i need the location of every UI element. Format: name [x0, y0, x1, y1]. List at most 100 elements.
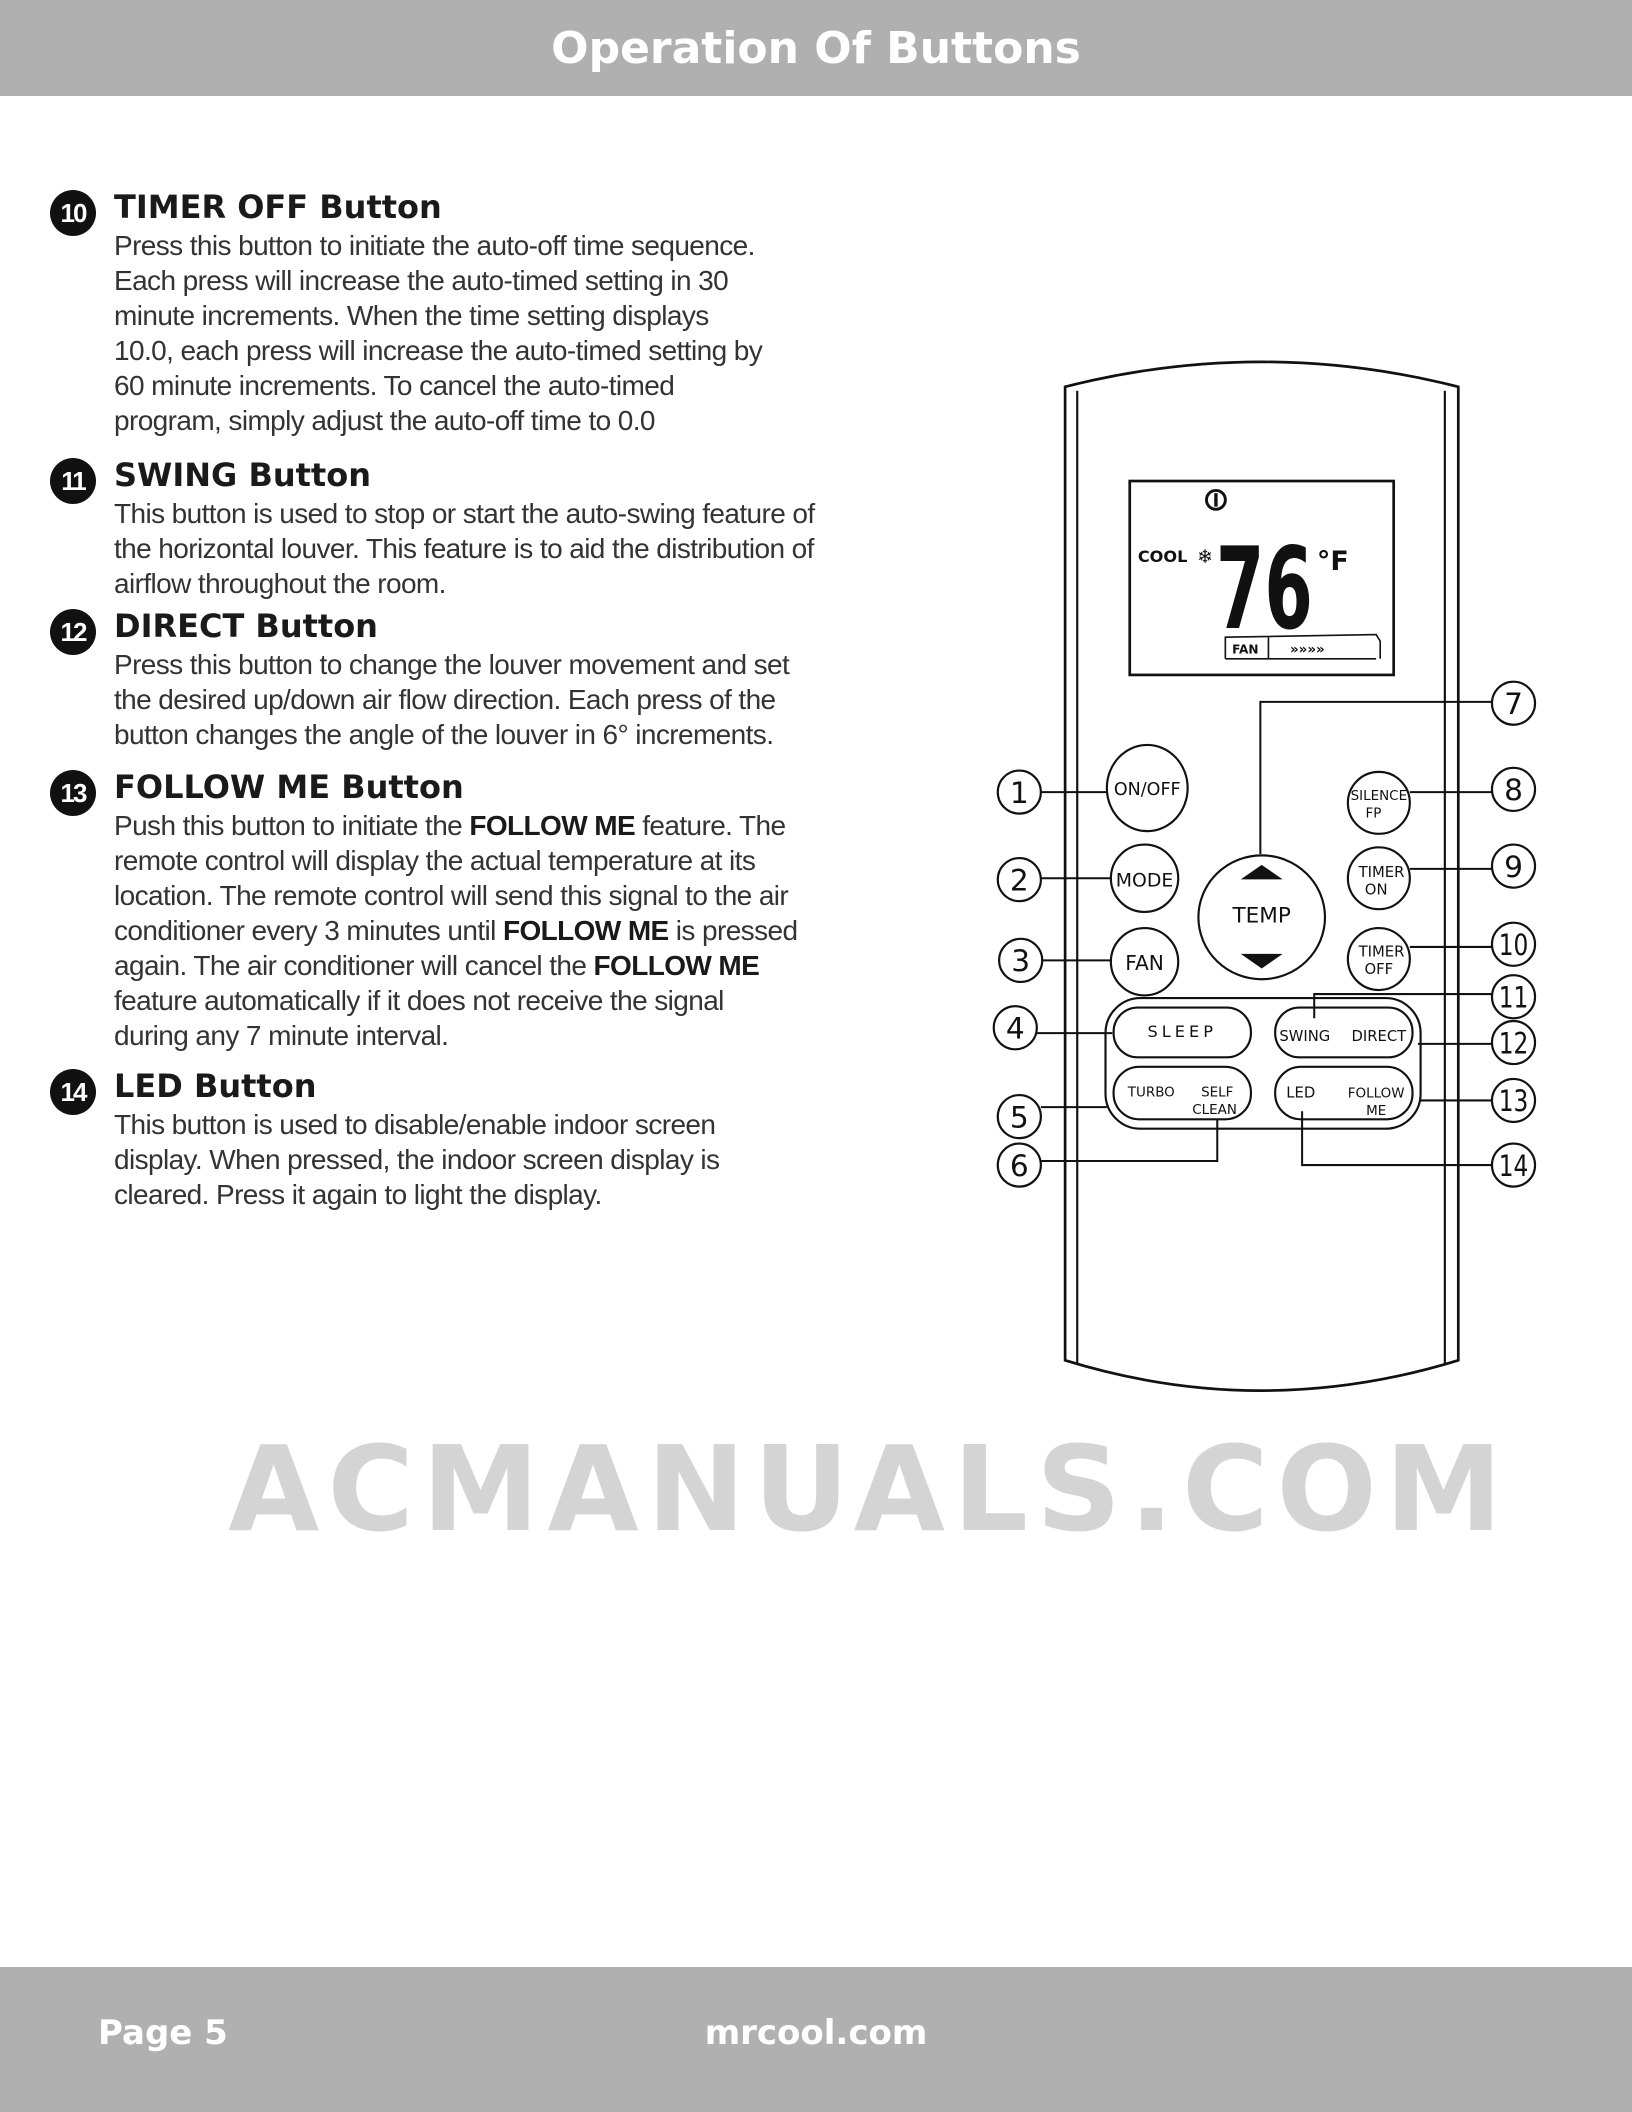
section-body: This button is used to stop or start the…	[114, 496, 815, 601]
mode-button[interactable]: MODE	[1109, 843, 1180, 913]
callout-4: 4	[992, 1005, 1038, 1051]
svg-text:5: 5	[1010, 1100, 1029, 1134]
led-followme-button[interactable]: LED FOLLOW ME	[1274, 1065, 1414, 1121]
number-badge: 11	[50, 458, 96, 504]
section-body: Push this button to initiate the FOLLOW …	[114, 808, 798, 1053]
svg-text:ME: ME	[1366, 1104, 1386, 1119]
body-line: This button is used to stop or start the…	[114, 498, 815, 529]
text: during any 7 minute interval.	[114, 1020, 449, 1051]
svg-text:TURBO: TURBO	[1127, 1085, 1175, 1100]
svg-text:SWING: SWING	[1279, 1028, 1330, 1045]
body-line: conditioner every 3 minutes until FOLLOW…	[114, 913, 798, 948]
section-heading: FOLLOW ME Button	[114, 768, 464, 806]
svg-text:TIMER: TIMER	[1358, 864, 1405, 881]
on-off-button[interactable]: ON/OFF	[1105, 743, 1189, 833]
snowflake-icon: ❄	[1197, 547, 1213, 568]
callout-1: 1	[996, 769, 1042, 815]
body-line: the desired up/down air flow direction. …	[114, 684, 776, 715]
callout-11: 11	[1490, 974, 1537, 1020]
svg-text:9: 9	[1504, 850, 1523, 884]
text: location. The remote control will send t…	[114, 880, 789, 911]
callout-2: 2	[996, 856, 1042, 903]
section-heading: DIRECT Button	[114, 607, 378, 645]
svg-text:SILENCE: SILENCE	[1351, 789, 1407, 804]
section-heading: TIMER OFF Button	[114, 188, 442, 226]
section-heading: SWING Button	[114, 456, 371, 494]
svg-text:TIMER: TIMER	[1358, 943, 1405, 960]
svg-text:4: 4	[1006, 1011, 1025, 1045]
section-body: This button is used to disable/enable in…	[114, 1107, 720, 1212]
body-line: airflow throughout the room.	[114, 568, 446, 599]
text: feature automatically if it does not rec…	[114, 985, 724, 1016]
bold-text: FOLLOW ME	[469, 810, 636, 841]
body-line: location. The remote control will send t…	[114, 878, 797, 913]
callout-13: 13	[1490, 1077, 1537, 1124]
power-icon	[1205, 488, 1227, 511]
website-link[interactable]: mrcool.com	[704, 2013, 928, 2053]
silence-fp-button[interactable]: SILENCE FP	[1346, 770, 1411, 835]
temp-button[interactable]: TEMP	[1197, 854, 1327, 981]
number-badge: 10	[50, 190, 96, 236]
lcd-screen	[1128, 479, 1396, 677]
bold-text: FOLLOW ME	[502, 915, 669, 946]
body-line: minute increments. When the time setting…	[114, 300, 709, 331]
text: is pressed	[668, 915, 798, 946]
body-line: again. The air conditioner will cancel t…	[114, 948, 797, 983]
body-line: the horizontal louver. This feature is t…	[114, 533, 814, 564]
svg-text:DIRECT: DIRECT	[1351, 1028, 1407, 1045]
body-line: Each press will increase the auto-timed …	[114, 265, 729, 296]
callout-lines	[1036, 700, 1492, 1167]
fan-button[interactable]: FAN	[1109, 927, 1180, 997]
button-group	[1104, 997, 1422, 1130]
callout-6: 6	[996, 1142, 1042, 1188]
body-line: remote control will display the actual t…	[114, 843, 797, 878]
svg-text:11: 11	[1499, 981, 1529, 1015]
text: conditioner every 3 minutes until	[114, 915, 503, 946]
page-header: Operation Of Buttons	[0, 0, 1632, 96]
svg-text:FAN: FAN	[1125, 951, 1164, 975]
text: Push this button to initiate the	[114, 810, 470, 841]
svg-text:FP: FP	[1366, 807, 1382, 822]
callout-14: 14	[1490, 1142, 1537, 1188]
svg-text:MODE: MODE	[1116, 870, 1174, 891]
svg-text:1: 1	[1010, 776, 1029, 810]
svg-text:2: 2	[1010, 863, 1029, 897]
body-line: Press this button to change the louver m…	[114, 649, 790, 680]
svg-text:13: 13	[1499, 1084, 1529, 1118]
callout-8: 8	[1490, 766, 1537, 813]
body-line: Press this button to initiate the auto-o…	[114, 230, 755, 261]
swing-direct-button[interactable]: SWING DIRECT	[1274, 1006, 1414, 1059]
section-body: Press this button to change the louver m…	[114, 647, 790, 752]
svg-text:FOLLOW: FOLLOW	[1348, 1087, 1405, 1102]
page-title: Operation Of Buttons	[551, 22, 1081, 74]
callout-12: 12	[1490, 1019, 1537, 1066]
callout-3: 3	[998, 937, 1044, 984]
page-footer: Page 5 mrcool.com	[0, 1967, 1632, 2112]
svg-text:LED: LED	[1286, 1085, 1315, 1102]
svg-text:7: 7	[1504, 687, 1523, 721]
svg-text:SELF: SELF	[1201, 1085, 1233, 1100]
sleep-button[interactable]: SLEEP	[1112, 1006, 1253, 1059]
body-line: 10.0, each press will increase the auto-…	[114, 335, 763, 366]
svg-text:ON: ON	[1365, 881, 1388, 898]
body-line: 60 minute increments. To cancel the auto…	[114, 370, 675, 401]
body-line: button changes the angle of the louver i…	[114, 719, 774, 750]
lcd-fan-label: FAN	[1232, 642, 1258, 656]
svg-text:ON/OFF: ON/OFF	[1114, 780, 1181, 800]
svg-text:TEMP: TEMP	[1232, 904, 1291, 929]
callout-9: 9	[1490, 843, 1537, 889]
body-line: program, simply adjust the auto-off time…	[114, 405, 656, 436]
lcd-temperature: 76	[1216, 523, 1313, 655]
section-heading: LED Button	[114, 1067, 317, 1105]
lcd-unit: °F	[1317, 546, 1349, 577]
text: again. The air conditioner will cancel t…	[114, 950, 594, 981]
section-body: Press this button to initiate the auto-o…	[114, 228, 763, 438]
lcd-mode: COOL	[1138, 547, 1188, 566]
svg-text:3: 3	[1011, 944, 1030, 978]
page-number: Page 5	[98, 2013, 228, 2053]
body-line: display. When pressed, the indoor screen…	[114, 1144, 720, 1175]
